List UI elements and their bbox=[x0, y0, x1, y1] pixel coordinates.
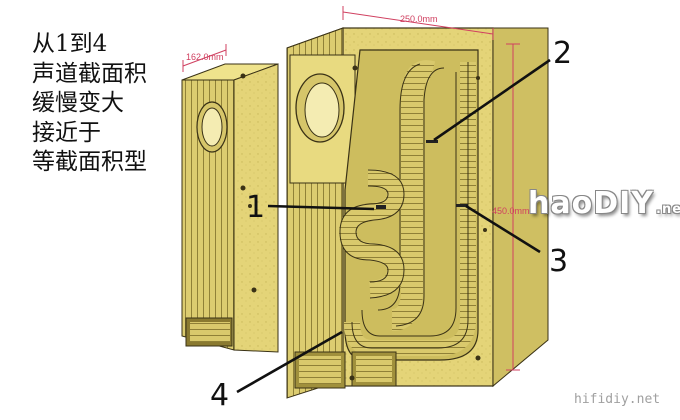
callout-label-2: 2 bbox=[553, 36, 573, 71]
watermark-logo-text: haoDIY bbox=[528, 186, 654, 221]
caption-line: 接近于 bbox=[32, 119, 101, 146]
leader-1 bbox=[267, 204, 375, 211]
dimension-lines bbox=[182, 6, 520, 371]
leader-3 bbox=[465, 204, 541, 254]
watermark-logo-suffix: .net bbox=[656, 202, 680, 217]
dimension-height-label: 450.0mm bbox=[492, 206, 530, 216]
leader-2 bbox=[433, 58, 551, 142]
callout-label-1: 1 bbox=[246, 190, 266, 225]
dimension-width-label: 250.0mm bbox=[400, 14, 438, 24]
dimension-depth-label: 162.0mm bbox=[186, 52, 224, 62]
callout-label-4: 4 bbox=[210, 378, 230, 413]
watermark-logo: haoDIY.net bbox=[528, 186, 680, 221]
caption-line: 声道截面积 bbox=[32, 60, 147, 87]
caption-text: 从1到4 声道截面积 缓慢变大 接近于 等截面积型 bbox=[32, 30, 147, 178]
callout-leaders bbox=[236, 58, 551, 394]
leader-4 bbox=[236, 330, 343, 394]
rear-cabinet bbox=[181, 63, 279, 353]
caption-line: 等截面积型 bbox=[32, 149, 147, 175]
caption-line: 缓慢变大 bbox=[32, 90, 124, 116]
callout-label-3: 3 bbox=[549, 244, 569, 279]
front-cabinet bbox=[286, 27, 549, 399]
caption-line: 从1到4 bbox=[32, 31, 108, 57]
watermark-site: hifidiy.net bbox=[574, 392, 661, 407]
